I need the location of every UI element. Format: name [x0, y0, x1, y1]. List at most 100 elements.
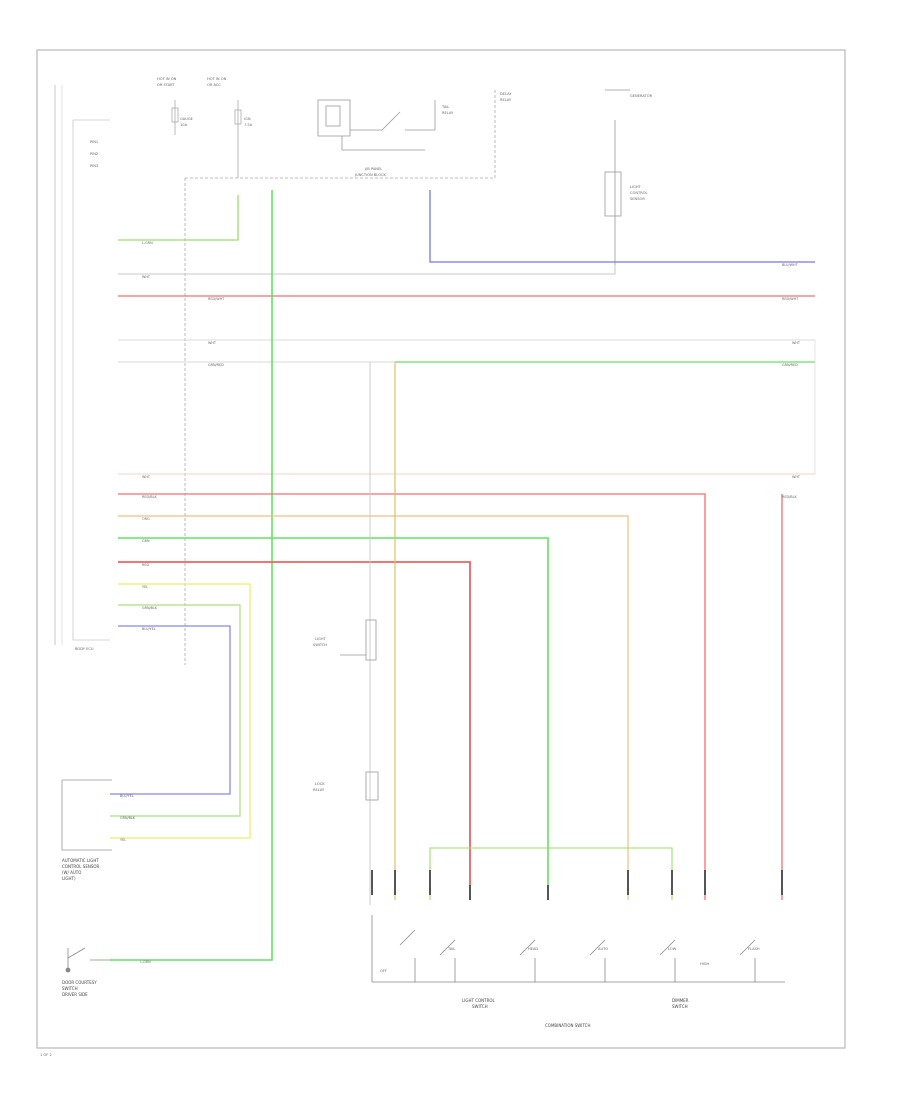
left-label-red2: RED/BLK	[142, 495, 157, 499]
wire-lgreen-fuse	[118, 195, 239, 241]
junction-block: J/B PANEL JUNCTION BLOCK	[184, 88, 496, 665]
sensor-label-yel: YEL	[120, 838, 126, 842]
top-fuse-1-label: HOT IN ON	[157, 77, 177, 81]
sw-flash-label: FLASH	[748, 947, 760, 951]
junction-block-label2: JUNCTION BLOCK	[354, 173, 386, 177]
right-label-pnk: WHT	[792, 475, 801, 479]
combination-switch	[371, 915, 785, 983]
switch-position-labels: OFF TAIL HEAD AUTO LOW HIGH FLASH	[380, 947, 760, 973]
mid-cap-2: SWITCH	[313, 643, 327, 647]
left-label-wht: WHT	[208, 341, 217, 345]
wire-blue-sensor	[110, 625, 231, 795]
door-cap-3: DRIVER SIDE	[62, 992, 88, 997]
sensor-wires	[110, 583, 251, 839]
left-cap-1: AUTOMATIC LIGHT	[62, 858, 99, 863]
sensor-label-grn: GRN/BLK	[120, 816, 136, 820]
right-label-red: RED/WHT	[782, 297, 799, 301]
left-wire-labels: L-GRN WHT RED/WHT WHT GRN/RED WHT RED/BL…	[120, 241, 225, 964]
light-sensor-box: AUTOMATIC LIGHT CONTROL SENSOR (W/ AUTO …	[61, 779, 112, 881]
fuse-symbols	[171, 100, 242, 178]
pin-label-2: PIN2	[90, 152, 98, 156]
delay-relay-label2: RELAY	[500, 98, 512, 102]
tail-relay	[317, 99, 436, 151]
bus-wires	[118, 190, 815, 475]
sw-high-label: HIGH	[700, 962, 710, 966]
door-switch	[65, 947, 110, 973]
left-label-grn: GRN	[142, 539, 150, 543]
combination-switch-cap: COMBINATION SWITCH	[545, 1023, 590, 1028]
top-fuse-2b-label: OR ACC	[207, 83, 221, 87]
left-label-grnred: GRN/RED	[208, 363, 224, 367]
wire-blue-top	[429, 190, 815, 263]
fuse-a2-label: 10A	[180, 123, 188, 127]
sw-auto-label: AUTO	[598, 947, 608, 951]
wire-red-3	[118, 561, 471, 900]
sensor-right-label2: CONTROL	[630, 191, 648, 195]
page-footer: 1 OF 2	[40, 1053, 52, 1057]
mid-cap-3: LOCK	[315, 782, 325, 786]
top-fuse-labels: HOT IN ON OR START HOT IN ON OR ACC GAUG…	[157, 77, 253, 127]
mid-cap-1: LIGHT	[315, 637, 327, 641]
fuse-a-label: GAUGE	[180, 117, 194, 121]
left-cap-2: CONTROL SENSOR	[62, 864, 100, 869]
dimmer-cap2: SWITCH	[672, 1004, 688, 1009]
fuse-b-label: IGN	[244, 117, 251, 121]
lock-relay	[340, 619, 379, 801]
right-label-blu: BLU/WHT	[782, 263, 799, 267]
wire-yellow	[110, 583, 251, 839]
sensor-right-label: LIGHT	[630, 185, 642, 189]
ecu-label: BODY ECU	[75, 647, 94, 651]
left-cap-4: LIGHT)	[62, 876, 76, 881]
left-cap-3: (W/ AUTO	[62, 870, 81, 875]
delay-relay-label: DELAY	[500, 92, 512, 96]
wire-green-long	[110, 190, 273, 961]
generator-label: GENERATOR	[630, 94, 653, 98]
right-label-wht: WHT	[792, 341, 801, 345]
dimmer-cap: DIMMER	[672, 998, 689, 1003]
sw-tail-label: TAIL	[447, 947, 455, 951]
diagram-frame	[36, 49, 846, 1049]
door-cap-1: DOOR COURTESY	[62, 980, 97, 985]
door-cap-2: SWITCH	[62, 986, 78, 991]
left-label-gray: WHT	[142, 275, 151, 279]
left-label-yel: YEL	[142, 585, 148, 589]
junction-block-label: J/B PANEL	[364, 167, 382, 171]
wire-lgreen-sensor	[110, 604, 241, 817]
tail-relay-label2: RELAY	[442, 111, 454, 115]
pin-label-1: PIN1	[90, 140, 98, 144]
switch-wires	[118, 362, 783, 900]
left-label-red3: RED	[142, 563, 149, 567]
tail-relay-label: TAIL	[441, 105, 449, 109]
left-label-org: ORG	[142, 517, 150, 521]
ecu-connector: BODY ECU	[54, 85, 110, 651]
left-label-bluyel: BLU/YEL	[142, 627, 156, 631]
left-pin-labels: PIN1 PIN2 PIN3	[90, 140, 98, 168]
right-wire-labels: BLU/WHT RED/WHT WHT GRN/RED WHT RED/BLK	[782, 263, 801, 499]
sw-off-label: OFF	[380, 969, 387, 973]
connector-stubs	[371, 870, 783, 900]
door-wire-label: L-GRN	[140, 960, 151, 964]
fuse-b2-label: 7.5A	[244, 123, 253, 127]
light-control-cap2: SWITCH	[472, 1004, 488, 1009]
generator-ground	[604, 89, 630, 265]
top-fuse-1b-label: OR START	[157, 83, 175, 87]
mid-cap-4: RELAY	[313, 788, 325, 792]
right-label-grn: GRN/RED	[782, 363, 798, 367]
right-label-red2: RED/BLK	[782, 495, 797, 499]
top-fuse-2-label: HOT IN ON	[207, 77, 227, 81]
pin-label-3: PIN3	[90, 164, 98, 168]
wire-gray-1	[118, 265, 616, 275]
sw-head-label: HEAD	[528, 947, 538, 951]
sensor-label-blu: BLU/YEL	[120, 794, 134, 798]
wire-lgreen-bridge	[429, 847, 673, 900]
left-label-pnk: WHT	[142, 475, 151, 479]
left-label-lgrn: L-GRN	[142, 241, 153, 245]
left-label-grnblk: GRN/BLK	[142, 606, 158, 610]
wire-orange-1	[118, 515, 629, 900]
sensor-right-label3: SENSOR	[630, 197, 645, 201]
wire-red-2	[118, 493, 706, 900]
wire-green-3	[118, 537, 549, 900]
sw-low-label: LOW	[668, 947, 677, 951]
left-label-red1: RED/WHT	[208, 297, 225, 301]
